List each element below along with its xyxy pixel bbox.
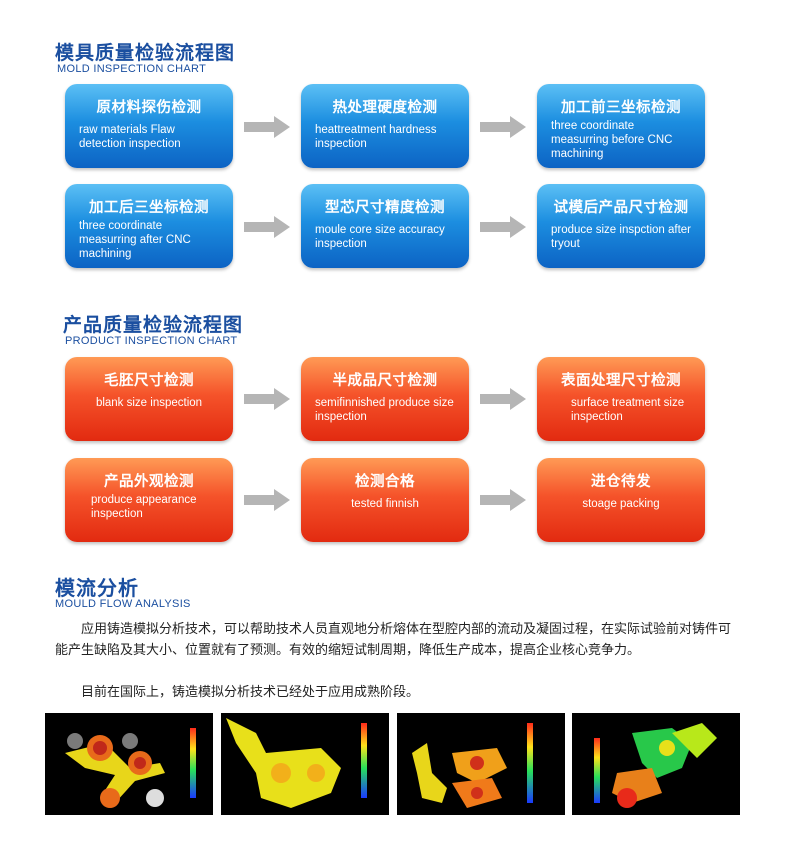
product-step-2: 半成品尺寸检测 semifinnished produce size inspe… (301, 357, 469, 441)
step-desc: semifinnished produce size inspection (315, 397, 454, 423)
step-title: 检测合格 (355, 474, 415, 490)
product-step-3: 表面处理尺寸检测 surface treatment size inspecti… (537, 357, 705, 441)
step-desc: stoage packing (582, 498, 660, 510)
step-desc: produce appearance inspection (91, 494, 197, 520)
step-title: 加工后三坐标检测 (89, 200, 209, 216)
simulation-image-3 (397, 713, 565, 815)
arrow-right-icon (244, 116, 290, 138)
simulation-image-4 (572, 713, 740, 815)
product-chart-title: 产品质量检验流程图 (63, 314, 244, 336)
arrow-right-icon (480, 216, 526, 238)
mold-step-3: 加工前三坐标检测 three coordinate measurring bef… (537, 84, 705, 168)
step-title: 型芯尺寸精度检测 (325, 200, 445, 216)
mold-step-2: 热处理硬度检测 heattreatment hardness inspectio… (301, 84, 469, 168)
step-desc: heattreatment hardness inspection (315, 124, 437, 150)
flow-paragraph-1: 应用铸造模拟分析技术，可以帮助技术人员直观地分析熔体在型腔内部的流动及凝固过程，… (55, 622, 732, 658)
step-title: 进仓待发 (591, 474, 651, 490)
flow-title: 模流分析 (55, 576, 139, 600)
step-title: 表面处理尺寸检测 (561, 373, 681, 389)
step-title: 毛胚尺寸检测 (104, 373, 194, 389)
step-title: 热处理硬度检测 (332, 100, 438, 116)
simulation-image-2 (221, 713, 389, 815)
mold-chart-title: 模具质量检验流程图 (55, 42, 236, 64)
arrow-right-icon (244, 489, 290, 511)
mold-step-5: 型芯尺寸精度检测 moule core size accuracy inspec… (301, 184, 469, 268)
mold-step-6: 试模后产品尺寸检测 produce size inspction after t… (537, 184, 705, 268)
arrow-right-icon (480, 116, 526, 138)
step-desc: three coordinate measurring before CNC m… (551, 120, 673, 160)
product-step-5: 检测合格 tested finnish (301, 458, 469, 542)
step-desc: moule core size accuracy inspection (315, 224, 445, 250)
arrow-right-icon (244, 216, 290, 238)
simulation-image-1 (45, 713, 213, 815)
arrow-right-icon (244, 388, 290, 410)
flow-subtitle: MOULD FLOW ANALYSIS (55, 598, 191, 610)
step-desc: produce size inspction after tryout (551, 224, 691, 250)
step-title: 加工前三坐标检测 (561, 100, 681, 116)
step-desc: blank size inspection (95, 397, 203, 409)
step-title: 产品外观检测 (104, 474, 194, 490)
step-desc: surface treatment size inspection (571, 397, 685, 423)
step-title: 半成品尺寸检测 (332, 373, 438, 389)
simulation-graphic (397, 713, 565, 815)
arrow-right-icon (480, 388, 526, 410)
step-title: 试模后产品尺寸检测 (553, 200, 689, 216)
product-step-1: 毛胚尺寸检测 blank size inspection (65, 357, 233, 441)
step-desc: raw materials Flaw detection inspection (79, 124, 181, 150)
flow-paragraph-2: 目前在国际上，铸造模拟分析技术已经处于应用成熟阶段。 (81, 685, 420, 700)
simulation-graphic (221, 713, 389, 815)
mold-chart-subtitle: MOLD INSPECTION CHART (57, 63, 207, 75)
product-step-6: 进仓待发 stoage packing (537, 458, 705, 542)
step-desc: tested finnish (351, 498, 419, 510)
mold-step-1: 原材料探伤检测 raw materials Flaw detection ins… (65, 84, 233, 168)
arrow-right-icon (480, 489, 526, 511)
simulation-graphic (45, 713, 213, 815)
product-chart-subtitle: PRODUCT INSPECTION CHART (65, 335, 238, 347)
simulation-graphic (572, 713, 740, 815)
step-title: 原材料探伤检测 (96, 100, 202, 116)
product-step-4: 产品外观检测 produce appearance inspection (65, 458, 233, 542)
mold-step-4: 加工后三坐标检测 three coordinate measurring aft… (65, 184, 233, 268)
step-desc: three coordinate measurring after CNC ma… (79, 220, 191, 260)
